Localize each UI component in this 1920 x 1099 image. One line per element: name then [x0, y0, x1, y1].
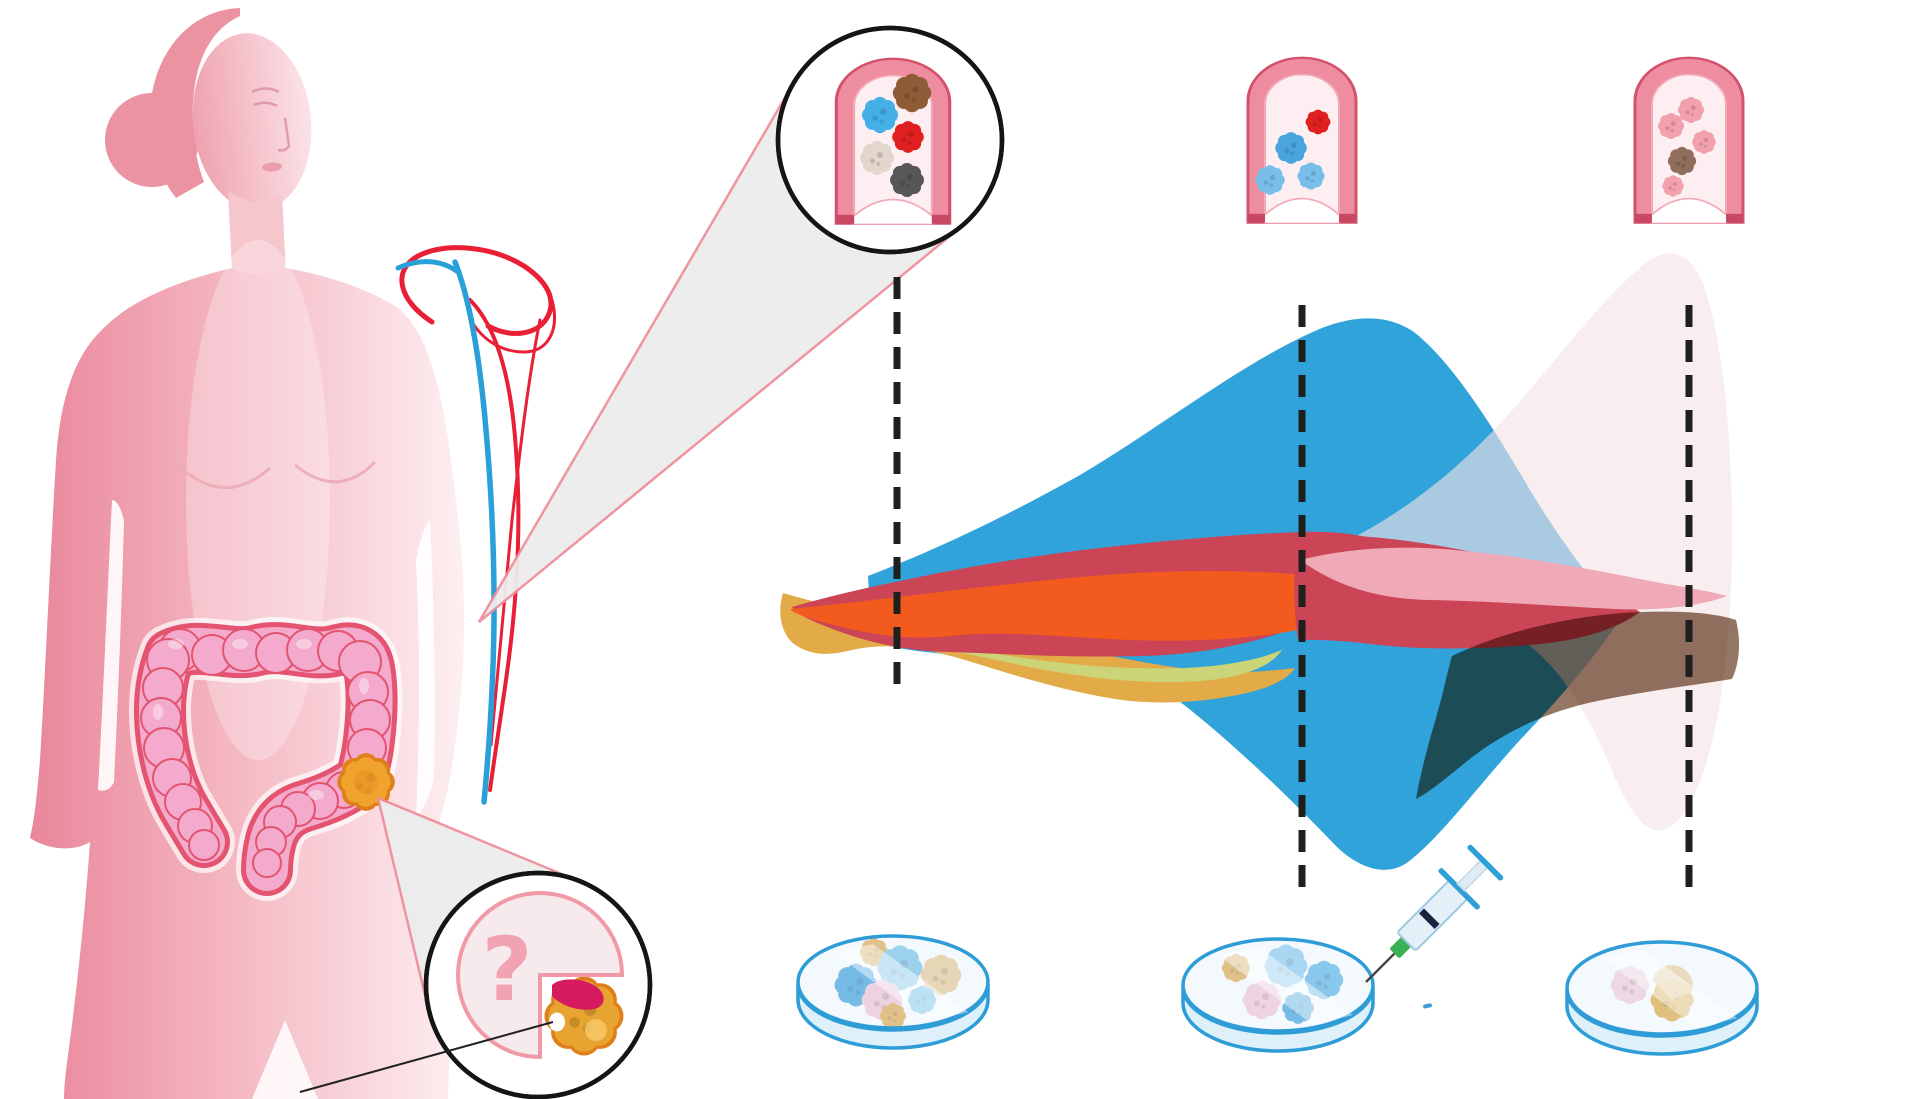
leg-gap [252, 1020, 318, 1099]
syringe-plunger-rod [1456, 859, 1489, 892]
face [192, 33, 312, 211]
vein-blue-line [452, 259, 497, 805]
ctc-cluster-red [1305, 109, 1331, 135]
sample-leader-line [299, 1021, 554, 1093]
ctc-cluster-pink [1658, 113, 1684, 139]
question-mark: ? [481, 918, 532, 1021]
neck [228, 190, 286, 282]
ctc-cluster-light-blue [1255, 165, 1285, 195]
face-features [251, 87, 291, 152]
syringe-barrel [1397, 880, 1468, 951]
artery-red-line [468, 298, 556, 354]
vein-blue-line [395, 259, 461, 275]
hair-bun [105, 93, 199, 187]
ctc-cluster-blue [861, 96, 899, 134]
arm-gap-left [98, 500, 124, 791]
timepoint-markers [893, 277, 1693, 898]
ctc-cluster-gray [890, 163, 924, 197]
ctc-cluster-pink [1678, 97, 1704, 123]
ctc-cluster-light-blue [1297, 162, 1325, 190]
sampled-spot [549, 1012, 565, 1032]
ctc-cluster-brown [892, 73, 932, 113]
vessel-cross-section [834, 57, 952, 226]
vessel-magnifier-circle [775, 25, 1005, 255]
tumor-inset-crimson-region [552, 979, 604, 1010]
stream-rose [1300, 547, 1727, 610]
lips [262, 162, 282, 172]
ink-speck [1423, 1003, 1432, 1009]
petri-dish-1 [796, 934, 990, 1050]
syringe-flange [1438, 868, 1480, 910]
colon-haustra [140, 628, 391, 878]
vessel-timepoint-2 [1246, 56, 1358, 225]
primary-tumor [337, 753, 395, 811]
ctc-cluster-blue [1275, 132, 1307, 164]
chest-contours [173, 460, 377, 490]
colon [129, 617, 403, 901]
syringe-graduation-band [1419, 908, 1440, 929]
arm-gap-right [416, 520, 435, 818]
petri-dish-2 [1181, 937, 1375, 1053]
tumor-inset-cloud [544, 976, 624, 1056]
stream-yellow-green [858, 628, 1282, 683]
ctc-cluster-brown [1667, 146, 1697, 176]
syringe [1365, 844, 1504, 983]
ctc-cluster-pink [1692, 130, 1716, 154]
vessel-timepoint-3 [1633, 56, 1745, 225]
artery-red-line [489, 318, 542, 747]
syringe-needle [1365, 951, 1397, 983]
clonal-evolution-streamgraph [780, 253, 1740, 870]
stream-brown [1416, 611, 1740, 799]
syringe-plunger-handle [1467, 844, 1504, 881]
petri-dish-3 [1565, 940, 1759, 1056]
ctc-cluster-pink [1662, 175, 1684, 197]
patient-body [30, 8, 464, 1099]
stream-orange [790, 571, 1398, 641]
ctc-cluster-red [892, 121, 924, 153]
tumor-magnifier-circle: ? [299, 870, 653, 1099]
ctc-cluster-beige [860, 141, 894, 175]
